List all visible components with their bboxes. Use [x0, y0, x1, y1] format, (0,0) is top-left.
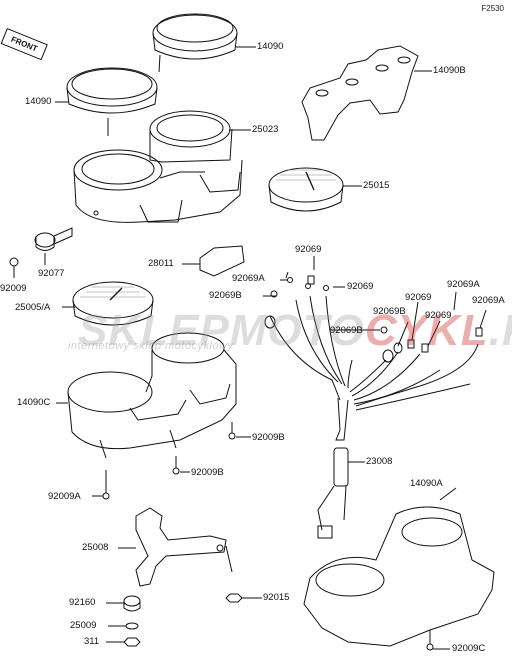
label-92069-mid: 92069: [347, 281, 374, 292]
reset-knob: [34, 227, 73, 265]
label-92069B-center: 92069B: [330, 325, 363, 336]
label-92069A-r2: 92069A: [472, 295, 505, 306]
watermark-part2: CYKL: [364, 306, 489, 355]
label-92009B-1: 92009B: [252, 432, 285, 443]
bracket: [118, 507, 233, 587]
meter-assembly: [73, 110, 251, 223]
label-92160: 92160: [69, 597, 96, 608]
label-92069B-r: 92069B: [373, 306, 406, 317]
label-92077: 92077: [38, 268, 65, 279]
figure-ref-code: F2530: [481, 4, 504, 13]
label-92069-top: 92069: [295, 244, 322, 255]
label-25015: 25015: [363, 180, 390, 191]
label-28011: 28011: [148, 258, 174, 269]
watermark-logo: SKLEPMOTOCYKL.PL: [78, 306, 512, 356]
meter-housing: [56, 332, 237, 459]
label-23008: 23008: [366, 456, 393, 467]
label-92069A-r1: 92069A: [447, 279, 480, 290]
label-92069-r1: 92069: [405, 292, 432, 303]
label-92069A-mid: 92069A: [232, 273, 265, 284]
label-25009: 25009: [70, 620, 97, 631]
wire-harness: [263, 256, 487, 539]
label-92015: 92015: [263, 592, 290, 603]
label-92009B-2: 92009B: [191, 467, 224, 478]
label-25005A: 25005/A: [15, 302, 51, 313]
watermark-part3: .PL: [488, 306, 512, 355]
label-14090A: 14090A: [410, 478, 443, 489]
label-14090-top: 14090: [257, 41, 284, 52]
label-92009: 92009: [0, 283, 27, 294]
label-92069-r2: 92069: [425, 310, 452, 321]
watermark-part1: SKLEPMOTO: [78, 306, 365, 355]
label-311: 311: [84, 636, 100, 647]
label-14090B: 14090B: [433, 65, 466, 76]
label-25023: 25023: [252, 124, 279, 135]
tachometer: [268, 167, 362, 212]
label-14090-left: 14090: [25, 96, 52, 107]
watermark-subtitle: internetowy sklep motocyklowy: [68, 340, 234, 352]
indicator-lens: [182, 245, 245, 277]
small-parts: [106, 593, 262, 647]
label-92009C: 92009C: [452, 643, 486, 654]
lower-cover: [303, 487, 495, 651]
label-25008: 25008: [82, 542, 109, 553]
cover-ring-top: [152, 13, 256, 73]
label-92069B-left: 92069B: [209, 290, 242, 301]
cover-ring-left: [55, 67, 158, 136]
screw-92009: [9, 257, 19, 278]
screws-92009B: [92, 422, 251, 500]
label-92009A: 92009A: [48, 491, 81, 502]
label-14090C: 14090C: [17, 397, 51, 408]
meter-panel: [301, 45, 432, 141]
speedometer: [62, 281, 154, 326]
